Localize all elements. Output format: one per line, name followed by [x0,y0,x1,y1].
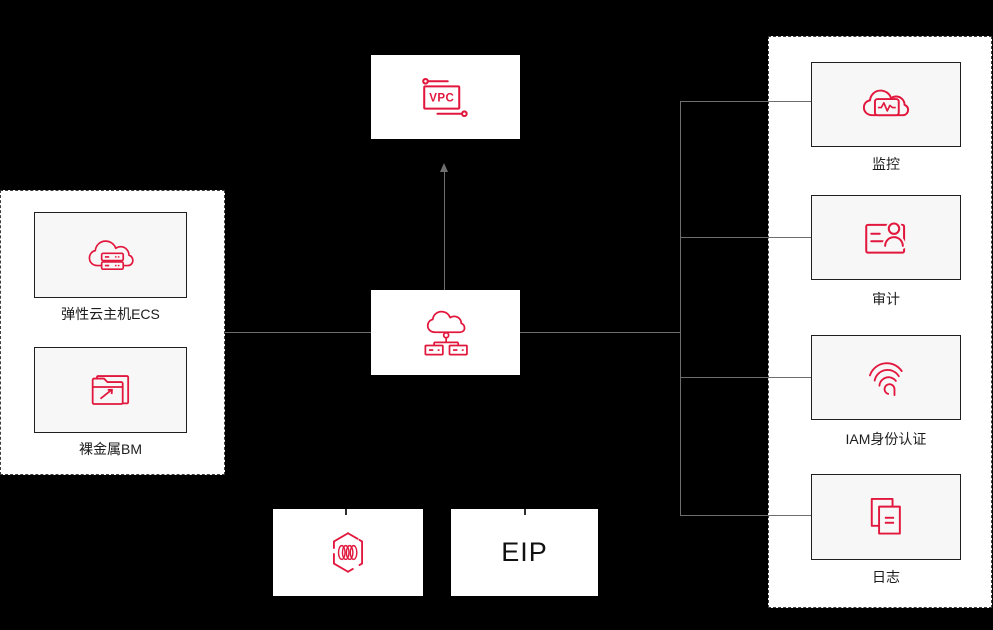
cloud-network-node [371,290,520,375]
audit-label: 审计 [872,291,900,307]
connector-right-trunk [680,101,681,515]
bare-metal-tile [34,347,187,433]
vpc-icon-label: VPC [429,92,454,104]
eip-label: EIP [501,537,548,567]
connector-branch-monitoring [680,101,811,102]
fingerprint-icon [869,361,903,396]
connector-center-to-vpc [444,172,445,290]
ecs-tile [34,212,187,298]
iam-tile [811,335,961,420]
id-card-audit-icon [865,220,906,254]
connector-branch-logs [680,515,811,516]
cloud-server-icon [88,239,134,270]
connector-center-to-trunk [520,332,680,333]
cloud-monitor-icon [862,89,910,116]
connector-leftpanel-to-center [225,332,371,333]
folder-scale-icon [91,374,129,405]
logs-tile [811,474,961,560]
hexagon-service-node [273,509,423,596]
connector-stub-hexagon [345,509,347,515]
audit-tile [811,195,961,280]
bare-metal-label: 裸金属BM [79,441,142,457]
vpc-node: VPC [371,55,520,139]
vpc-icon: VPC [421,77,468,117]
connector-arrow-to-vpc [440,163,448,172]
ecs-label: 弹性云主机ECS [61,306,160,322]
connector-stub-eip [524,509,526,515]
eip-node: EIP [451,509,598,596]
monitoring-tile [811,62,961,147]
right-services-panel: 监控 审计 [768,36,992,608]
log-files-icon [870,497,901,535]
connector-branch-audit [680,237,811,238]
connector-branch-iam [680,377,811,378]
cloud-network-icon [424,310,468,355]
left-zone-panel: 弹性云主机ECS 裸金属BM [0,190,225,475]
hexagon-coil-icon [333,532,363,573]
monitoring-label: 监控 [872,156,900,172]
iam-label: IAM身份认证 [845,431,927,447]
logs-label: 日志 [872,569,900,585]
